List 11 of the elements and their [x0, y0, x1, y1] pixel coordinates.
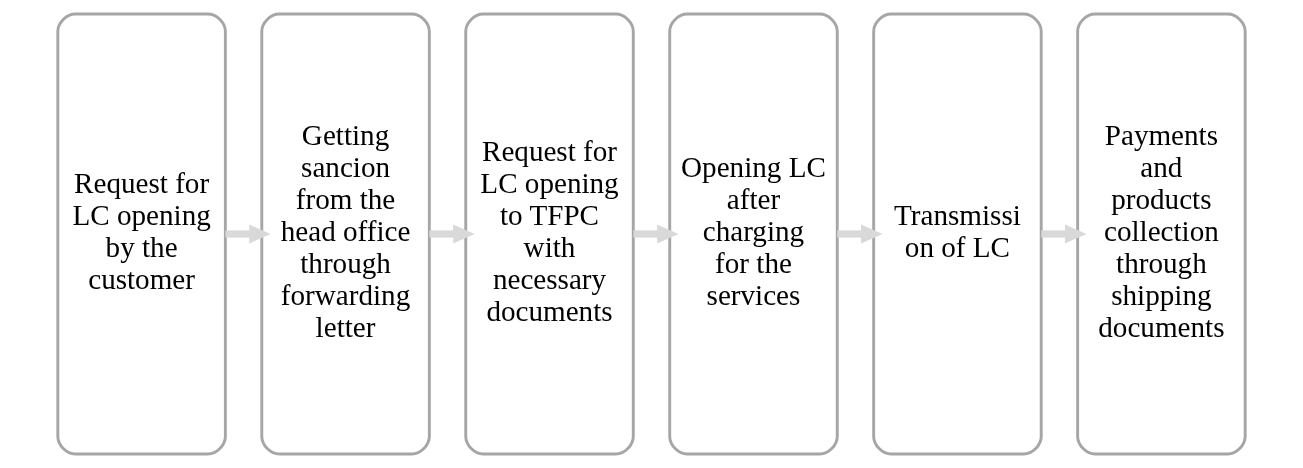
node-box: Request for LC opening to TFPC with necessary documents — [464, 12, 635, 456]
node-box: Request for LC opening by the customer — [56, 12, 227, 456]
node-box: Getting sancion from the head office through forwarding letter — [260, 12, 431, 456]
arrow — [1041, 224, 1087, 244]
arrow — [837, 224, 883, 244]
node-box: Transmissi on of LC — [872, 12, 1043, 456]
node-box: Opening LC after charging for the services — [668, 12, 839, 456]
arrow — [633, 224, 679, 244]
node-box: Payments and products collection through shipping documents — [1076, 12, 1247, 456]
arrow — [429, 224, 475, 244]
arrow — [225, 224, 271, 244]
